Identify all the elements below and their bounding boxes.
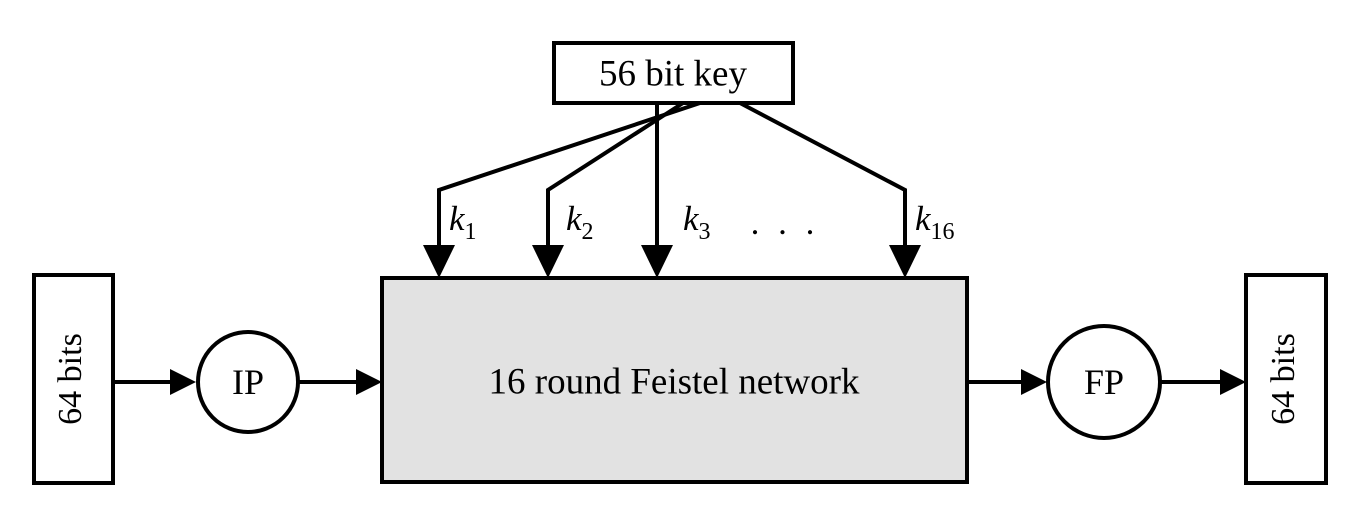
subkey-connector-3-head [641, 245, 673, 278]
subkey-label-16-text: k16 [915, 199, 955, 245]
subkey-label-1: k1 [449, 199, 477, 245]
subkey-connector-1 [423, 101, 701, 278]
arrow-input-to-ip-head [170, 369, 196, 395]
arrow-fp-to-output-head [1220, 369, 1246, 395]
feistel-network-block: 16 round Feistel network [380, 276, 969, 484]
key-block-rect [552, 41, 795, 105]
subkey-label-1-base: k [449, 199, 466, 238]
subkey-label-2-base: k [566, 199, 583, 238]
output-block: 64 bits [1244, 273, 1328, 485]
input-block: 64 bits [32, 273, 115, 485]
input-block-label: 64 bits [52, 333, 89, 425]
key-block: 56 bit key [552, 41, 795, 105]
subkey-connector-16-head [889, 245, 921, 278]
final-permutation-label: FP [1084, 362, 1124, 402]
subkey-connector-1-path [437, 101, 701, 246]
subkey-connector-2-head [532, 245, 564, 278]
arrow-input-to-ip [113, 369, 196, 395]
arrow-ip-to-network-head [356, 369, 382, 395]
subkey-label-1-text: k1 [449, 199, 477, 245]
input-block-rect [32, 273, 115, 485]
arrow-network-to-fp [967, 369, 1047, 395]
arrow-network-to-fp-head [1021, 369, 1047, 395]
subkey-label-2-text: k2 [566, 199, 594, 245]
final-permutation-node: FP [1046, 324, 1162, 440]
subkey-label-3-base: k [683, 199, 700, 238]
output-block-label: 64 bits [1265, 333, 1302, 425]
subkey-connector-3 [641, 103, 673, 278]
subkey-connector-1-head [423, 245, 455, 278]
key-block-label: 56 bit key [599, 54, 747, 95]
arrow-fp-to-output [1160, 369, 1246, 395]
subkey-label-3-sub: 3 [699, 219, 711, 245]
subkey-connector-2 [532, 101, 685, 278]
feistel-network-label: 16 round Feistel network [489, 362, 860, 403]
arrow-ip-to-network [298, 369, 382, 395]
subkey-connector-16 [739, 101, 921, 278]
subkey-label-3: k3 [683, 199, 711, 245]
feistel-network-rect [380, 276, 969, 484]
initial-permutation-label: IP [232, 362, 264, 402]
initial-permutation-node: IP [196, 330, 300, 434]
subkey-label-16-sub: 16 [931, 219, 955, 245]
subkey-ellipsis-text: . . . [751, 203, 820, 242]
subkey-connector-16-path [739, 101, 907, 246]
subkey-label-16-base: k [915, 199, 932, 238]
subkey-label-1-sub: 1 [465, 219, 477, 245]
subkey-ellipsis: . . . [751, 203, 820, 242]
subkey-label-3-text: k3 [683, 199, 711, 245]
subkey-label-2: k2 [566, 199, 594, 245]
subkey-label-16: k16 [915, 199, 955, 245]
subkey-connector-2-path [546, 101, 685, 246]
output-block-rect [1244, 273, 1328, 485]
subkey-label-2-sub: 2 [582, 219, 594, 245]
